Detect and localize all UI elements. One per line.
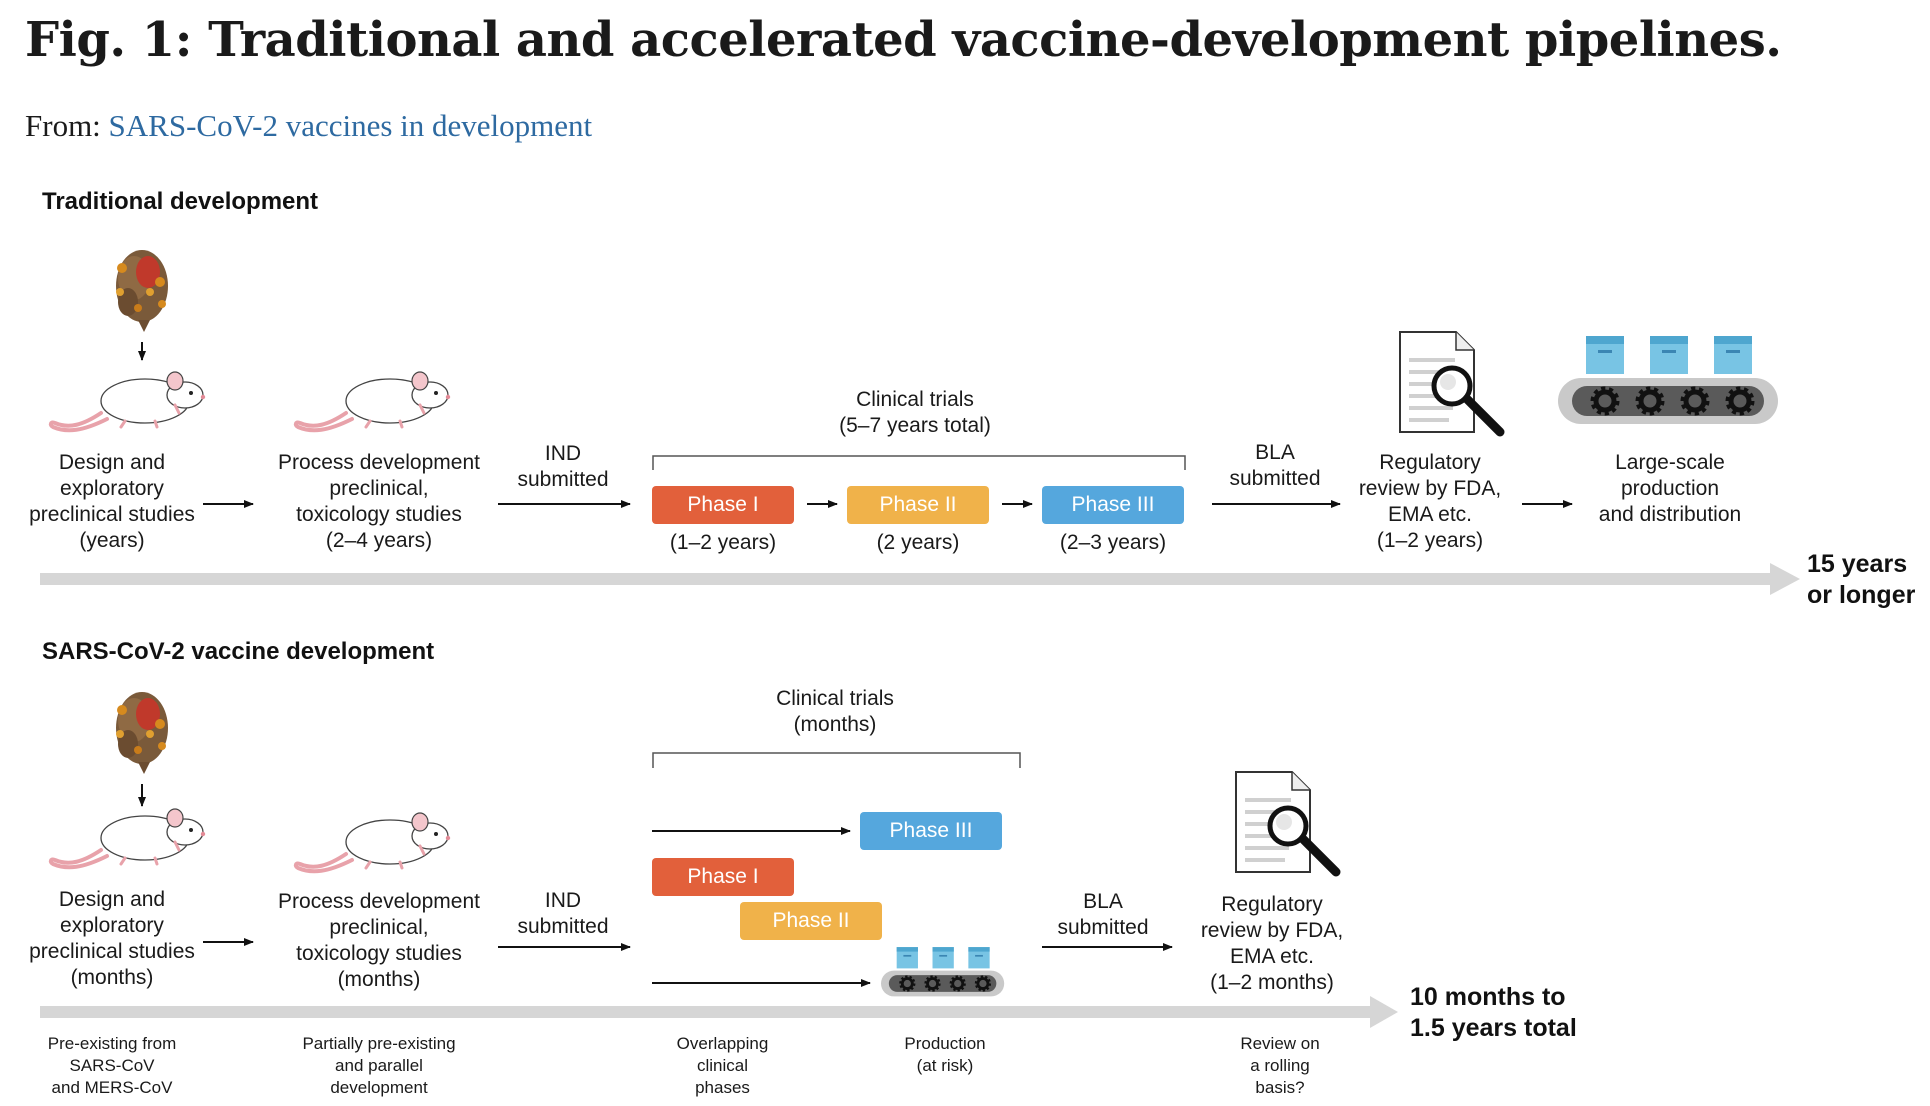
phase-3-duration: (2–3 years) xyxy=(1059,531,1167,554)
document-magnifier-icon xyxy=(1400,332,1500,432)
figure-title: Fig. 1: Traditional and accelerated vacc… xyxy=(25,12,1782,68)
clinical-trials-label: Clinical trials (5–7 years total) xyxy=(839,388,991,437)
process-label: Process development preclinical, toxicol… xyxy=(278,451,480,552)
production-label: Large-scale production and distribution xyxy=(1598,451,1742,526)
spike-protein-icon xyxy=(116,250,168,332)
phase-1-duration: (1–2 years) xyxy=(669,531,777,554)
design-label: Design and exploratory preclinical studi… xyxy=(29,451,195,552)
traditional-timeline-arrow xyxy=(40,563,1800,595)
sars-heading: SARS-CoV-2 vaccine development xyxy=(42,638,435,665)
process-label: Process development preclinical, toxicol… xyxy=(278,890,480,991)
traditional-heading: Traditional development xyxy=(42,188,319,215)
mouse-icon xyxy=(293,370,453,433)
clinical-note: Overlapping clinical phases xyxy=(676,1034,769,1097)
mouse-icon xyxy=(48,807,208,870)
bla-submitted-label: BLA submitted xyxy=(1229,441,1321,490)
phase-2-duration: (2 years) xyxy=(876,531,960,554)
phase-3-box: Phase III xyxy=(860,812,1002,850)
ind-submitted-label: IND submitted xyxy=(517,889,609,938)
phase-3-box: Phase III xyxy=(1042,486,1184,524)
conveyor-belt-icon xyxy=(1558,336,1778,424)
spike-protein-icon xyxy=(116,692,168,774)
mouse-icon xyxy=(293,811,453,874)
regulatory-review-label: Regulatory review by FDA, EMA etc. (1–2 … xyxy=(1200,893,1344,994)
clinical-trials-bracket xyxy=(652,455,1186,470)
traditional-total-duration: 15 years or longer xyxy=(1807,550,1916,609)
design-note: Pre-existing from SARS-CoV and MERS-CoV xyxy=(47,1034,177,1097)
ind-submitted-label: IND submitted xyxy=(517,442,609,491)
phase-2-box: Phase II xyxy=(740,902,882,940)
regulatory-review-label: Regulatory review by FDA, EMA etc. (1–2 … xyxy=(1358,451,1502,552)
phase-1-box: Phase I xyxy=(652,858,794,896)
production-note: Production (at risk) xyxy=(904,1034,986,1075)
source-prefix: From: xyxy=(25,108,101,143)
source-article-link[interactable]: SARS-CoV-2 vaccines in development xyxy=(108,108,593,143)
process-note: Partially pre-existing and parallel deve… xyxy=(302,1034,456,1097)
mouse-icon xyxy=(48,370,208,433)
review-note: Review on a rolling basis? xyxy=(1240,1034,1320,1097)
design-label: Design and exploratory preclinical studi… xyxy=(29,888,195,989)
conveyor-belt-icon xyxy=(881,947,1004,996)
sars-timeline-arrow xyxy=(40,996,1398,1028)
document-magnifier-icon xyxy=(1236,772,1336,872)
phase-1-box: Phase I xyxy=(652,486,794,524)
source-line: From: SARS-CoV-2 vaccines in development xyxy=(25,108,592,144)
clinical-trials-label: Clinical trials (months) xyxy=(776,687,894,736)
bla-submitted-label: BLA submitted xyxy=(1057,890,1149,939)
phase-2-box: Phase II xyxy=(847,486,989,524)
clinical-trials-bracket xyxy=(652,752,1021,768)
sars-total-duration: 10 months to 1.5 years total xyxy=(1410,983,1577,1042)
